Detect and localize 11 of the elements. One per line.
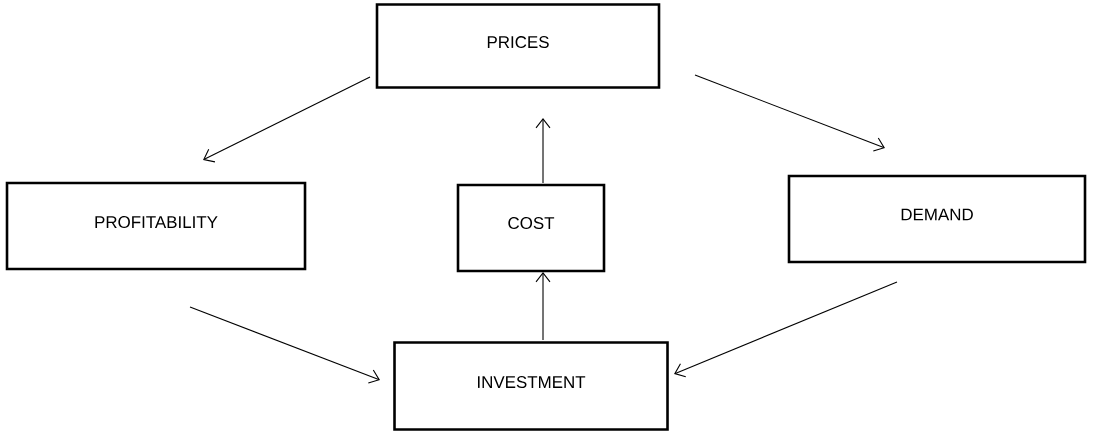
- arrow: [189, 306, 380, 384]
- arrow: [535, 272, 551, 341]
- process-box: INVESTMENT: [393, 341, 669, 431]
- process-box: PRICES: [375, 3, 661, 89]
- process-box: COST: [456, 183, 606, 273]
- arrow: [203, 76, 371, 163]
- arrow: [535, 118, 551, 184]
- arrow: [674, 281, 898, 378]
- arrow: [694, 74, 885, 152]
- process-box: DEMAND: [787, 174, 1087, 264]
- process-box: PROFITABILITY: [5, 181, 307, 271]
